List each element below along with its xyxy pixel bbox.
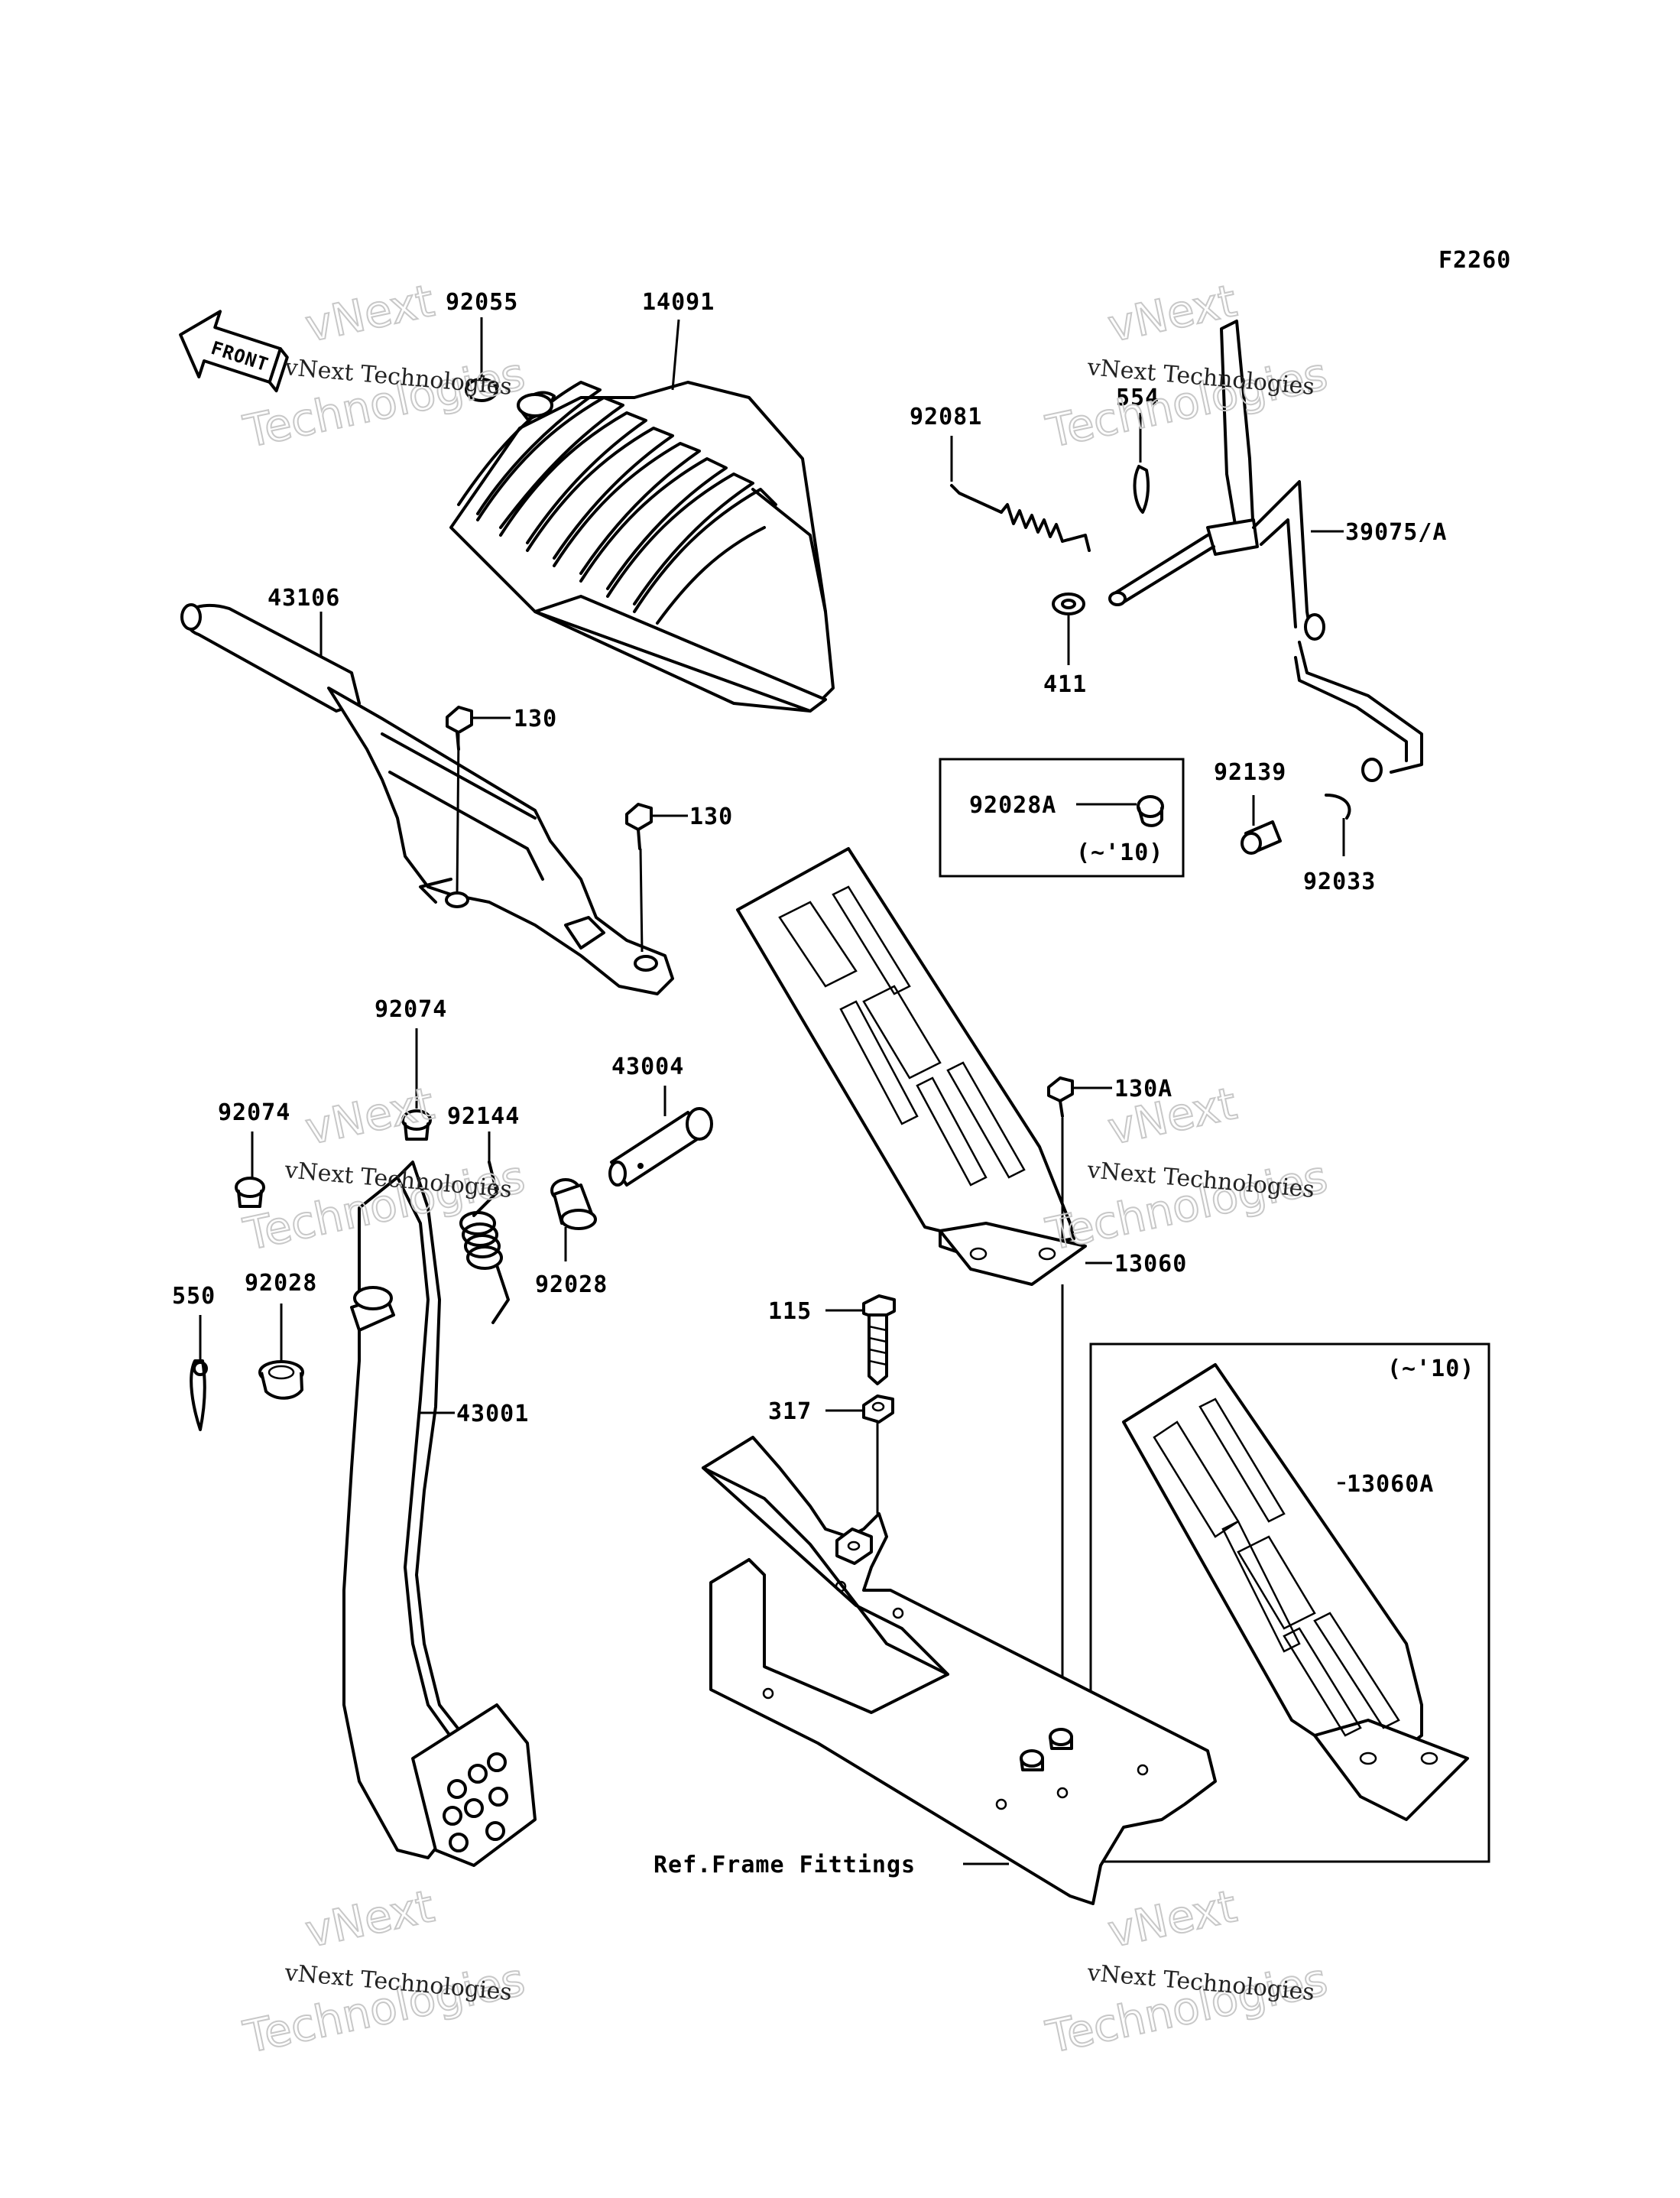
label-43004: 43004 [611,1054,684,1080]
watermark-5: vNext Technologies vNext Technologies [238,1879,530,2064]
label-130A: 130A [1114,1076,1172,1102]
washer-411 [1052,593,1085,615]
spring-92144 [459,1161,510,1324]
label-92028-right: 92028 [535,1271,608,1298]
label-13060A: 13060A [1347,1471,1434,1498]
floor-frame [702,1436,1217,1905]
label-39075A: 39075/A [1345,519,1447,546]
label-92144: 92144 [447,1103,520,1130]
accelerator-pedal-13060 [736,847,1087,1286]
leader-lines [199,317,1345,1865]
ring-92033 [1325,794,1351,820]
bushing-92139 [1241,820,1282,855]
bushing-92028-left [258,1360,304,1400]
label-92028A: 92028A [969,792,1056,819]
label-43106: 43106 [268,585,340,612]
bolt-115 [862,1294,896,1385]
label-92028-left: 92028 [245,1270,317,1297]
boot-assembly [449,381,835,713]
label-inset2-note: (~'10) [1387,1355,1474,1382]
label-130-upper: 130 [514,706,557,732]
bolt-130-upper [446,706,473,895]
label-92074-left: 92074 [218,1099,290,1126]
label-550: 550 [172,1283,216,1310]
watermark-text: vNext [1104,1880,1241,1958]
label-ref-frame-fittings: Ref.Frame Fittings [654,1852,916,1878]
clip-92074-upper [401,1109,432,1141]
cotter-pin-554 [1133,465,1150,514]
pin-43004 [608,1107,713,1187]
clip-92074-left [235,1177,265,1208]
watermark-6: vNext Technologies vNext Technologies [1041,1879,1333,2064]
watermark-text: vNext [301,1077,439,1155]
label-92139: 92139 [1214,759,1286,786]
bolt-130A [1047,1076,1074,1739]
label-130-lower: 130 [689,804,733,830]
front-arrow-icon: FRONT [179,310,289,393]
label-13060: 13060 [1114,1251,1187,1278]
nut-317 [862,1394,894,1514]
watermark-text: vNext [301,1880,439,1958]
label-inset1-note: (~'10) [1076,839,1163,866]
figure-code: F2260 [1438,247,1511,274]
inset-box-92028A [939,758,1185,878]
accelerator-pedal-13060A [1122,1363,1469,1821]
label-92033: 92033 [1303,868,1376,895]
watermark-text: vNext [301,274,439,352]
parking-brake-lever [180,603,674,995]
label-317: 317 [768,1398,812,1425]
label-92081: 92081 [910,404,982,430]
label-411: 411 [1043,671,1087,698]
bolt-130-lower [625,803,653,953]
callout-labels: 92055 14091 43106 130 130 92081 554 3907… [172,289,1474,1878]
watermark-2: vNext Technologies vNext Technologies [1041,274,1333,459]
bushing-92028A [1137,795,1164,827]
label-92074-upper: 92074 [375,996,447,1023]
cotter-pin-550 [190,1359,208,1431]
brake-pedal-43001 [342,1161,537,1867]
label-554: 554 [1116,385,1159,411]
label-43001: 43001 [456,1401,529,1427]
label-14091: 14091 [642,289,715,316]
label-92055: 92055 [446,289,518,316]
label-115: 115 [768,1298,812,1325]
spring-92081 [950,484,1091,552]
shift-rod [1108,320,1423,782]
watermark-4: vNext Technologies vNext Technologies [1041,1076,1333,1261]
ring-92055-part [465,378,498,402]
bushing-92028-right [550,1178,597,1230]
